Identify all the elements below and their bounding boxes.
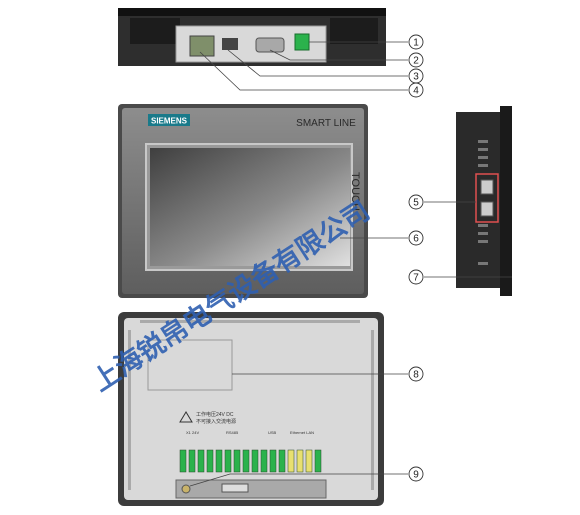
rear-view: 工作电压24V DC 不可接入交流电源 X1 24V RS485 USB Eth… [118, 312, 384, 506]
callout-number-6: 6 [413, 234, 419, 245]
port-label-x1: X1 24V [186, 430, 199, 435]
callout-circle-1 [408, 34, 424, 50]
callout-number-8: 8 [413, 370, 419, 381]
usb-port [222, 38, 238, 50]
callout-circle-8 [408, 366, 424, 382]
warning-icon [179, 411, 193, 423]
callout-number-9: 9 [413, 470, 419, 481]
rear-connector-bar [175, 479, 327, 499]
terminal-strip [179, 449, 322, 473]
product-line-label: SMART LINE [296, 118, 356, 129]
terminal-pin [251, 449, 259, 473]
side-view [456, 106, 512, 296]
callout-number-4: 4 [413, 86, 419, 97]
terminal-pin [197, 449, 205, 473]
port-label-lan: Ethernet LAN [290, 430, 314, 435]
callout-number-5: 5 [413, 198, 419, 209]
callout-circle-7 [408, 269, 424, 285]
warning-line-1: 工作电压24V DC [196, 411, 234, 418]
terminal-pin [242, 449, 250, 473]
rear-panel [124, 318, 378, 500]
terminal-pin [287, 449, 295, 473]
callout-circle-5 [408, 194, 424, 210]
bottom-edge-view [118, 8, 386, 66]
power-terminal [294, 33, 310, 51]
terminal-pin [224, 449, 232, 473]
terminal-pin [179, 449, 187, 473]
terminal-pin [314, 449, 322, 473]
port-label-rs485: RS485 [226, 430, 239, 435]
callout-number-3: 3 [413, 72, 419, 83]
terminal-pin [188, 449, 196, 473]
callout-number-1: 1 [413, 38, 419, 49]
callout-number-7: 7 [413, 273, 419, 284]
terminal-pin [215, 449, 223, 473]
callout-number-2: 2 [413, 56, 419, 67]
usb-highlight-box [475, 173, 499, 223]
display-screen [150, 148, 350, 266]
callout-circle-6 [408, 230, 424, 246]
ethernet-port [189, 35, 215, 57]
side-usb-port-1 [480, 179, 494, 195]
terminal-pin [296, 449, 304, 473]
touch-label: TOUCH [349, 172, 361, 211]
rs485-port [255, 37, 285, 53]
callout-circle-2 [408, 52, 424, 68]
terminal-pin [233, 449, 241, 473]
terminal-pin [206, 449, 214, 473]
rear-label-area [147, 339, 233, 391]
warning-line-2: 不可接入交流电源 [196, 418, 236, 425]
side-usb-port-2 [480, 201, 494, 217]
port-label-usb: USB [268, 430, 277, 435]
callout-circle-9 [408, 466, 424, 482]
callout-circle-4 [408, 82, 424, 98]
brand-name: SIEMENS [151, 117, 188, 126]
terminal-pin [269, 449, 277, 473]
terminal-pin [278, 449, 286, 473]
terminal-pin [260, 449, 268, 473]
callout-lines-top [199, 41, 408, 91]
ground-screw [181, 484, 191, 494]
callout-lines-bottom [189, 373, 408, 487]
terminal-pin [305, 449, 313, 473]
front-view: SIEMENS SMART LINE TOUCH [118, 104, 368, 298]
callout-markers: 1 2 3 4 5 6 7 8 9 [408, 34, 424, 482]
siemens-logo-plate [148, 114, 190, 126]
callout-lines-mid [340, 201, 512, 278]
